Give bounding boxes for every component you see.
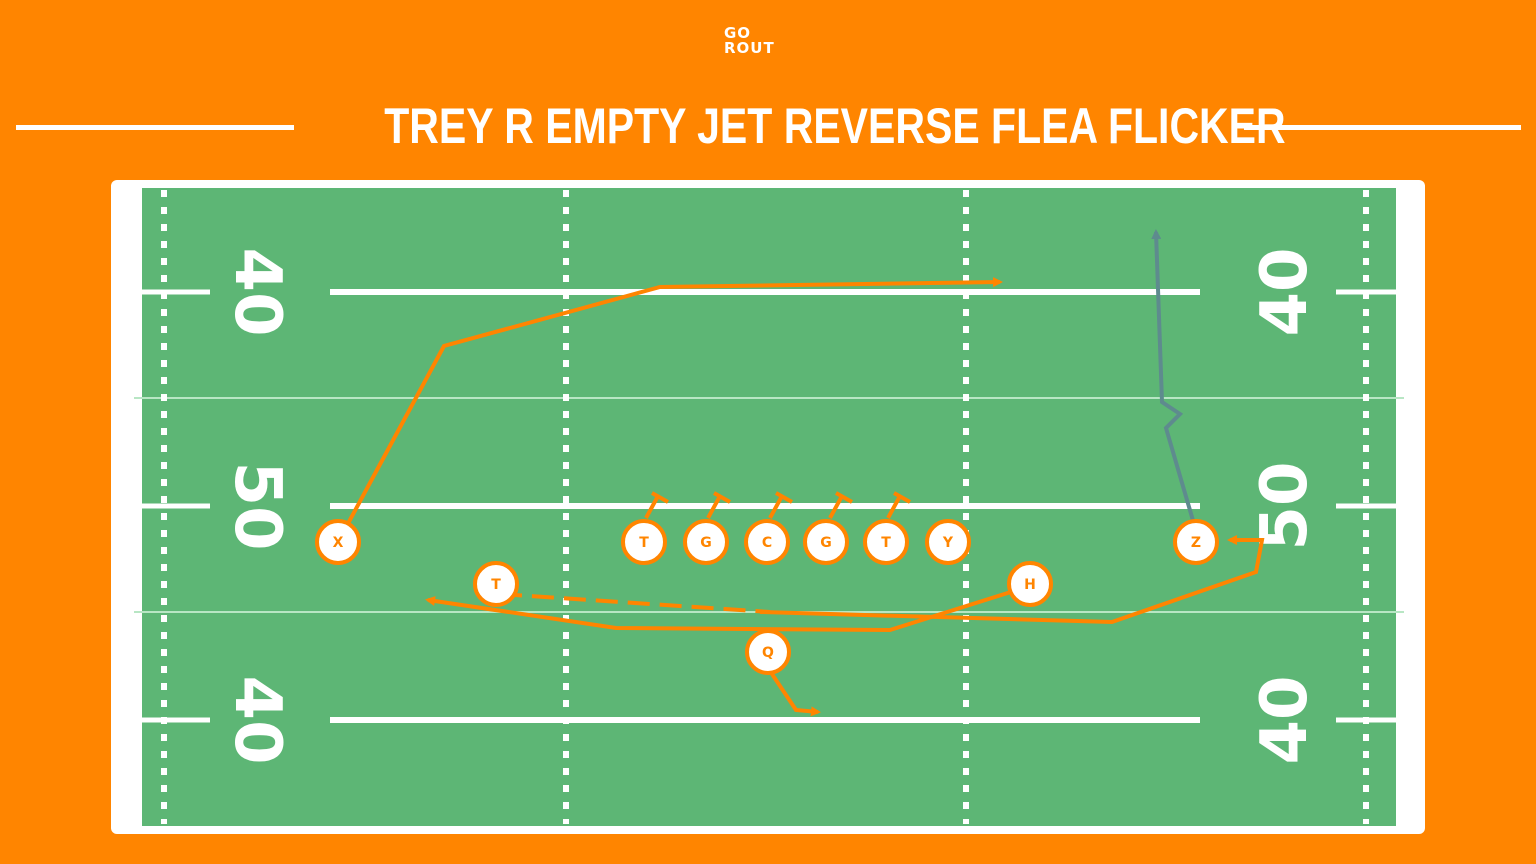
yard-number: 40 bbox=[1248, 247, 1322, 336]
block-mark bbox=[768, 491, 793, 519]
player-label: X bbox=[333, 535, 344, 551]
player-label: Y bbox=[942, 535, 954, 551]
player-label: T bbox=[639, 535, 649, 551]
player-h: H bbox=[1007, 561, 1053, 607]
sideline-left bbox=[134, 188, 142, 826]
player-x: X bbox=[315, 519, 361, 565]
player-c: C bbox=[744, 519, 790, 565]
player-lg: G bbox=[683, 519, 729, 565]
player-q: Q bbox=[745, 629, 791, 675]
player-label: Z bbox=[1191, 535, 1201, 551]
player-label: G bbox=[700, 535, 712, 551]
block-mark bbox=[828, 491, 853, 519]
yard-number: 40 bbox=[220, 675, 294, 764]
title-rule-left bbox=[16, 125, 294, 130]
player-label: T bbox=[491, 577, 501, 593]
logo-line2: ROUT bbox=[724, 39, 775, 57]
z-route bbox=[1151, 229, 1196, 525]
yard-number: 50 bbox=[220, 461, 294, 550]
player-rt: T bbox=[863, 519, 909, 565]
h-reverse-route bbox=[425, 584, 1031, 633]
sideline-right bbox=[1396, 188, 1404, 826]
q-route bbox=[766, 666, 821, 717]
z-jet-route bbox=[759, 535, 1265, 625]
player-label: G bbox=[820, 535, 832, 551]
x-route bbox=[336, 277, 1003, 543]
player-z: Z bbox=[1173, 519, 1219, 565]
player-rg: G bbox=[803, 519, 849, 565]
player-label: H bbox=[1024, 577, 1036, 593]
t-motion-route bbox=[499, 592, 771, 614]
player-label: Q bbox=[762, 645, 774, 661]
yard-number: 40 bbox=[1248, 675, 1322, 764]
title-row: TREY R EMPTY JET REVERSE FLEA FLICKER bbox=[0, 88, 1536, 164]
block-mark bbox=[706, 491, 731, 519]
player-lt: T bbox=[621, 519, 667, 565]
yard-number: 50 bbox=[1248, 461, 1322, 550]
player-label: T bbox=[881, 535, 891, 551]
player-t-back: T bbox=[473, 561, 519, 607]
block-mark bbox=[644, 491, 669, 519]
title-rule-right bbox=[1244, 125, 1521, 130]
logo-line1: GO bbox=[724, 24, 752, 42]
player-label: C bbox=[762, 535, 772, 551]
block-mark bbox=[886, 491, 911, 519]
goroute-logo: GO ROUT bbox=[724, 26, 814, 60]
player-y: Y bbox=[925, 519, 971, 565]
yard-number: 40 bbox=[220, 247, 294, 336]
play-title: TREY R EMPTY JET REVERSE FLEA FLICKER bbox=[384, 98, 1286, 154]
